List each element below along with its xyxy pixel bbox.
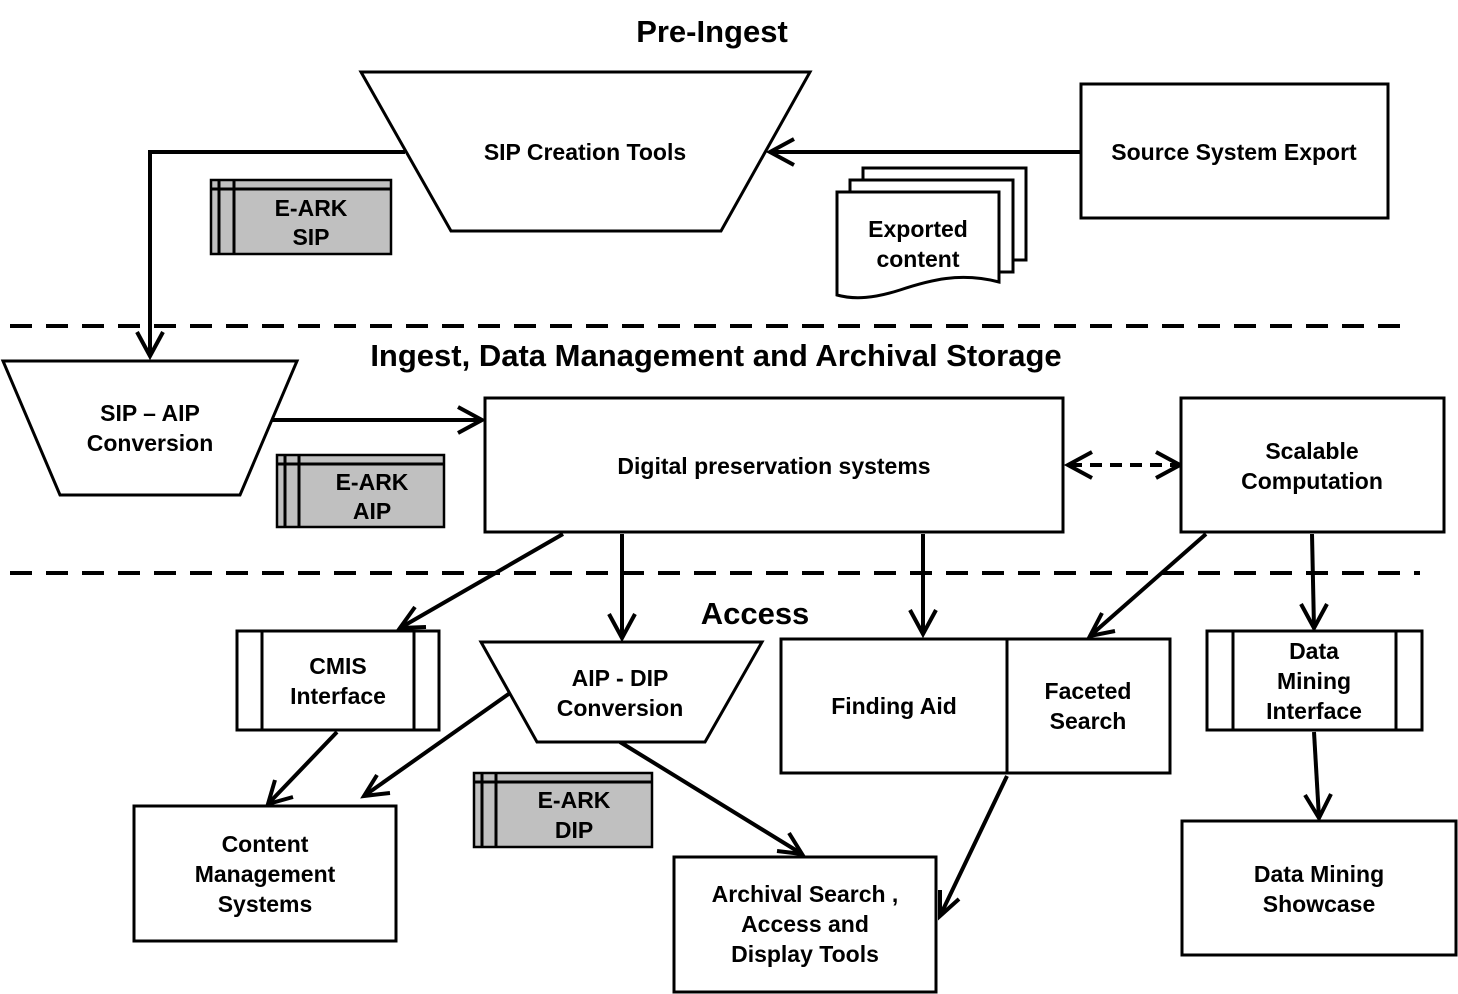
data-mining-interface-node: Data Mining Interface <box>1205 629 1424 732</box>
sip-creation-tools-label: SIP Creation Tools <box>484 139 686 165</box>
exported-content-label-1: Exported <box>868 216 968 242</box>
data-mining-interface-label-3: Interface <box>1266 698 1362 724</box>
scalable-computation-label-2: Computation <box>1241 468 1383 494</box>
sip-aip-conversion-label-2: Conversion <box>87 430 214 456</box>
arrow-dm-interface-to-showcase <box>1312 731 1321 819</box>
arrowhead <box>607 613 637 643</box>
arrow-aip-dip-to-archival <box>618 740 804 856</box>
data-mining-showcase-label-1: Data Mining <box>1254 861 1384 887</box>
digital-preservation-systems-label: Digital preservation systems <box>617 453 930 479</box>
arrowhead <box>1303 793 1333 823</box>
faceted-search-label-2: Search <box>1050 708 1127 734</box>
arrow-cmis-to-cms <box>266 730 339 806</box>
eark-sip-package: E-ARK SIP <box>209 178 393 256</box>
archival-search-tools-label-3: Display Tools <box>731 941 879 967</box>
archival-search-tools-node: Archival Search , Access and Display Too… <box>672 855 938 994</box>
arrow-dps-to-cmis <box>399 532 564 630</box>
exported-content-label-2: content <box>876 246 959 272</box>
arrowhead <box>457 405 487 435</box>
data-mining-showcase-label-2: Showcase <box>1263 891 1376 917</box>
aip-dip-conversion-label-2: Conversion <box>557 695 684 721</box>
arrow-scalable-to-dm-interface <box>1310 533 1316 629</box>
digital-preservation-systems-node: Digital preservation systems <box>483 396 1065 534</box>
section-title-ingest: Ingest, Data Management and Archival Sto… <box>370 338 1061 373</box>
eark-sip-label-2: SIP <box>292 224 329 250</box>
content-management-systems-label-3: Systems <box>218 891 313 917</box>
scalable-computation-node: Scalable Computation <box>1179 396 1446 534</box>
eark-dip-package: E-ARK DIP <box>472 771 654 849</box>
scalable-computation-label-1: Scalable <box>1265 438 1358 464</box>
arrow-aip-dip-to-cms <box>362 691 512 798</box>
sip-creation-tools-node: SIP Creation Tools <box>358 70 813 233</box>
source-system-export-label: Source System Export <box>1111 139 1357 165</box>
aip-dip-conversion-label-1: AIP - DIP <box>572 665 669 691</box>
data-mining-interface-label-1: Data <box>1289 638 1339 664</box>
archival-search-tools-label-2: Access and <box>741 911 869 937</box>
sip-aip-conversion-label-1: SIP – AIP <box>100 400 200 426</box>
arrow-scalable-to-faceted <box>1088 532 1208 638</box>
exported-content-node: Exported content <box>835 166 1028 300</box>
cmis-interface-node: CMIS Interface <box>235 629 441 732</box>
eark-sip-label-1: E-ARK <box>275 195 348 221</box>
data-mining-interface-label-2: Mining <box>1277 668 1351 694</box>
cmis-interface-label-1: CMIS <box>309 653 367 679</box>
sip-aip-conversion-node: SIP – AIP Conversion <box>0 359 300 497</box>
source-system-export-node: Source System Export <box>1079 82 1390 220</box>
eark-dip-label-2: DIP <box>555 817 593 843</box>
eark-dip-label-1: E-ARK <box>538 787 611 813</box>
arrow-faceted-to-archival <box>938 775 1009 917</box>
arrowhead <box>1299 603 1329 633</box>
finding-aid-label: Finding Aid <box>831 693 957 719</box>
faceted-search-label-1: Faceted <box>1045 678 1132 704</box>
content-management-systems-label-2: Management <box>195 861 336 887</box>
arrowhead <box>360 773 391 799</box>
arrowhead <box>908 609 938 639</box>
section-title-pre-ingest: Pre-Ingest <box>636 14 788 49</box>
data-mining-showcase-node: Data Mining Showcase <box>1180 819 1458 957</box>
section-title-access: Access <box>701 596 810 631</box>
eark-aip-label-1: E-ARK <box>336 469 409 495</box>
content-management-systems-node: Content Management Systems <box>132 804 398 943</box>
arrowhead <box>265 779 294 807</box>
arrowhead <box>1086 612 1116 639</box>
cmis-interface-label-2: Interface <box>290 683 386 709</box>
connectors <box>135 137 1333 921</box>
eark-aip-label-2: AIP <box>353 498 391 524</box>
arrowhead <box>765 137 795 167</box>
arrowhead <box>396 605 427 631</box>
arrowhead <box>776 831 806 857</box>
arrowhead <box>1063 450 1093 480</box>
arrow-sip-tools-to-conversion <box>148 150 405 356</box>
content-management-systems-label-1: Content <box>222 831 309 857</box>
aip-dip-conversion-node: AIP - DIP Conversion <box>478 640 765 744</box>
arrowhead <box>938 890 961 921</box>
arrowhead <box>135 331 165 361</box>
eark-aip-package: E-ARK AIP <box>275 453 446 529</box>
finding-aid-node: Finding Aid Faceted Search <box>779 637 1172 775</box>
archival-search-tools-label-1: Archival Search , <box>712 881 899 907</box>
